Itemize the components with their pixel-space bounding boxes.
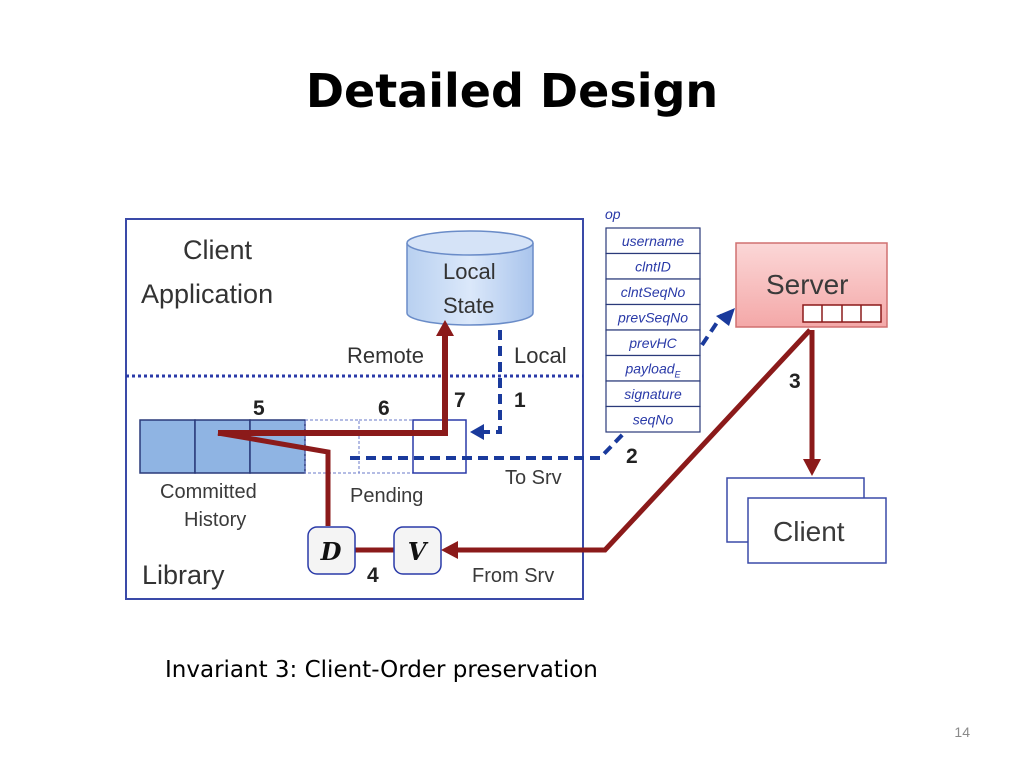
op-field-clntid: clntID — [635, 259, 671, 275]
op-field-cell — [605, 354, 701, 382]
local-state-label-2: State — [443, 293, 494, 318]
to-srv-label: To Srv — [505, 467, 562, 489]
step-4: 4 — [367, 564, 379, 587]
op-field-prevseqno: prevSeqNo — [617, 310, 688, 326]
op-field-clntseqno: clntSeqNo — [621, 284, 686, 300]
op-field-prevhc: prevHC — [628, 335, 677, 351]
step-5: 5 — [253, 397, 265, 420]
op-field-cell — [605, 405, 701, 433]
client-boxes — [726, 477, 887, 564]
library-label: Library — [142, 560, 225, 590]
arrow-step-2 — [350, 308, 735, 460]
step-1: 1 — [514, 389, 526, 412]
arrow-step-3 — [803, 330, 821, 476]
op-field-cell — [605, 380, 701, 408]
slide-title: Detailed Design — [305, 64, 719, 118]
step-3: 3 — [789, 370, 801, 393]
v-label: V — [408, 537, 429, 566]
local-label: Local — [514, 343, 567, 368]
committed-label-2: History — [184, 509, 246, 531]
d-box — [307, 526, 356, 575]
local-state-database — [406, 230, 534, 326]
local-state-label-1: Local — [443, 259, 496, 284]
server-queue — [802, 304, 882, 323]
committed-history-cells — [139, 419, 306, 474]
d-label: D — [320, 537, 342, 566]
step-7: 7 — [454, 389, 466, 412]
op-field-signature: signature — [624, 386, 682, 402]
arrow-step-7 — [218, 320, 454, 436]
op-field-cell — [605, 252, 701, 280]
page-number: 14 — [954, 724, 970, 740]
from-srv-label: From Srv — [472, 565, 554, 587]
client-app-label-2: Application — [141, 279, 273, 309]
payload-subscript: E — [675, 370, 682, 380]
op-field-cell — [605, 303, 701, 331]
op-field-username: username — [622, 233, 684, 249]
arrow-step-4 — [217, 328, 812, 559]
op-field-cell — [605, 329, 701, 357]
op-field-payload: payloadE — [624, 361, 681, 380]
step-2: 2 — [626, 445, 638, 468]
committed-label-1: Committed — [160, 481, 257, 503]
op-label: op — [605, 206, 621, 222]
remote-label: Remote — [347, 343, 424, 368]
op-field-table: username clntID clntSeqNo prevSeqNo prevHC pa… — [605, 227, 701, 433]
slide-caption: Invariant 3: Client-Order preservation — [165, 657, 598, 683]
op-field-cell — [605, 227, 701, 255]
pending-label: Pending — [350, 485, 423, 507]
step-6: 6 — [378, 397, 390, 420]
client-app-label-1: Client — [183, 235, 253, 265]
client-box — [125, 218, 584, 600]
op-field-seqno: seqNo — [633, 412, 674, 428]
v-box — [393, 526, 442, 575]
arrow-step-1 — [470, 330, 502, 440]
server-label: Server — [766, 269, 848, 300]
client-label: Client — [773, 516, 845, 547]
